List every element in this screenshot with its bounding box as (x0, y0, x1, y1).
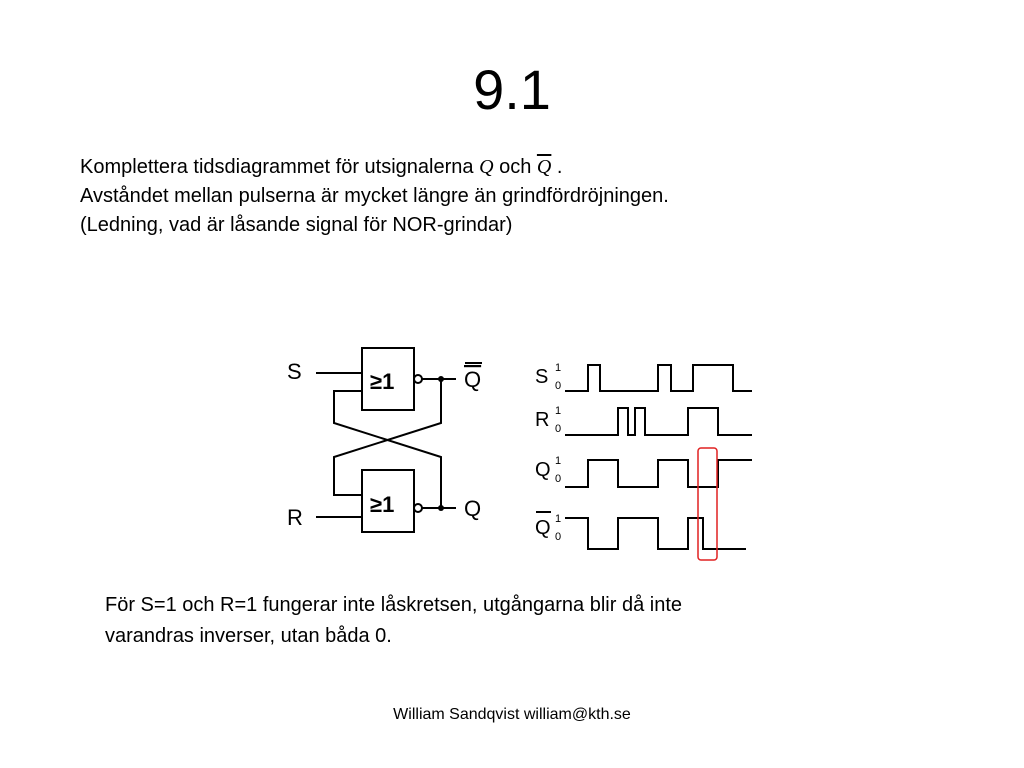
timing-level-r-high: 1 (555, 405, 561, 417)
timing-level-q-low: 0 (555, 473, 561, 485)
inversion-bubble-bottom (413, 503, 423, 513)
intro-line-1-text: Komplettera tidsdiagrammet för utsignale… (80, 156, 480, 178)
slide-title: 9.1 (473, 58, 551, 121)
note-line-2: varandras inverser, utan båda 0. (105, 625, 392, 647)
inversion-bubble-top (413, 374, 423, 384)
highlight-box (697, 447, 718, 561)
waveform-r (565, 407, 752, 436)
timing-label-qbar: Q (535, 517, 551, 539)
timing-level-s-high: 1 (555, 362, 561, 374)
sr-latch-circuit (316, 347, 456, 533)
nor-gate-top (361, 347, 415, 411)
junction-dot-bottom (438, 505, 444, 511)
intro-line-1-end: . (551, 156, 563, 178)
wire-feedback-top (333, 379, 442, 496)
note-text: För S=1 och R=1 fungerar inte låskretsen… (105, 590, 682, 652)
intro-line-1: Komplettera tidsdiagrammet för utsignale… (80, 153, 669, 182)
input-r-label: R (287, 505, 303, 530)
timing-label-s: S (535, 366, 548, 388)
timing-label-q: Q (535, 459, 551, 481)
timing-level-s-low: 0 (555, 380, 561, 392)
intro-line-2: Avståndet mellan pulserna är mycket läng… (80, 185, 669, 207)
output-qbar-label: Q (464, 367, 481, 392)
waveform-s (565, 364, 752, 392)
waveform-qbar (565, 517, 746, 550)
footer: William Sandqvist william@kth.se (393, 706, 631, 723)
gate-top-label: ≥1 (370, 369, 394, 394)
timing-label-r: R (535, 409, 549, 431)
junction-dot-top (438, 376, 444, 382)
intro-text: Komplettera tidsdiagrammet för utsignale… (80, 153, 669, 240)
nor-gate-bottom (361, 469, 415, 533)
timing-diagram: S 1 0 R 1 0 Q 1 0 Q 1 0 (535, 362, 752, 561)
timing-level-r-low: 0 (555, 423, 561, 435)
timing-level-q-high: 1 (555, 455, 561, 467)
timing-level-qbar-low: 0 (555, 531, 561, 543)
note-line-1: För S=1 och R=1 fungerar inte låskretsen… (105, 594, 683, 616)
timing-level-qbar-high: 1 (555, 513, 561, 525)
output-q-label: Q (464, 496, 481, 521)
gate-bottom-label: ≥1 (370, 492, 394, 517)
waveform-q (565, 459, 752, 488)
q-bar-symbol: Q (536, 156, 552, 178)
wire-feedback-bottom (333, 390, 442, 508)
intro-line-3: (Ledning, vad är låsande signal för NOR-… (80, 214, 513, 236)
latch-figure: ≥1 ≥1 S R Q Q S 1 0 R 1 0 Q 1 0 Q 1 0 (287, 347, 752, 561)
intro-och: och (493, 156, 537, 178)
q-symbol: Q (479, 156, 494, 178)
input-s-label: S (287, 359, 302, 384)
